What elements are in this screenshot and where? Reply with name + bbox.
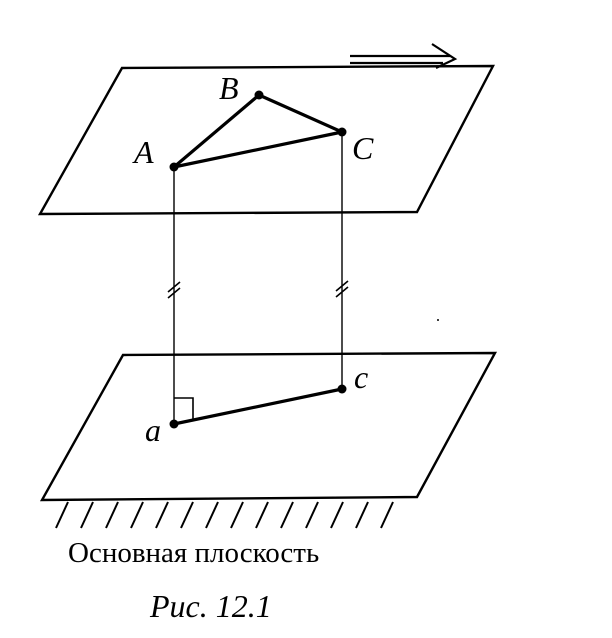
edge-AC	[173, 130, 343, 169]
base-plane	[39, 351, 498, 502]
speck	[437, 319, 439, 321]
point-A-dot	[169, 162, 179, 172]
point-C-dot	[337, 127, 347, 137]
point-a-dot	[169, 419, 179, 429]
equal-length-ticks	[167, 280, 349, 299]
label-B: B	[219, 70, 239, 106]
base-plane-label: Основная плоскость	[68, 537, 319, 569]
label-C: C	[352, 130, 374, 166]
label-a: a	[145, 412, 161, 448]
label-c: c	[354, 359, 368, 395]
right-angle-marker	[174, 397, 194, 421]
point-c-dot	[337, 384, 347, 394]
triangle-ABC	[172, 93, 343, 169]
base-plane-hatching	[55, 501, 394, 529]
direction-arrow	[350, 43, 458, 69]
label-A: A	[132, 134, 154, 170]
projection-segment-ac	[173, 387, 343, 426]
figure-caption: Рис. 12.1	[149, 588, 272, 624]
edge-AB	[172, 93, 261, 169]
point-B-dot	[254, 90, 264, 100]
upper-plane	[37, 64, 495, 216]
edge-BC	[258, 93, 343, 134]
